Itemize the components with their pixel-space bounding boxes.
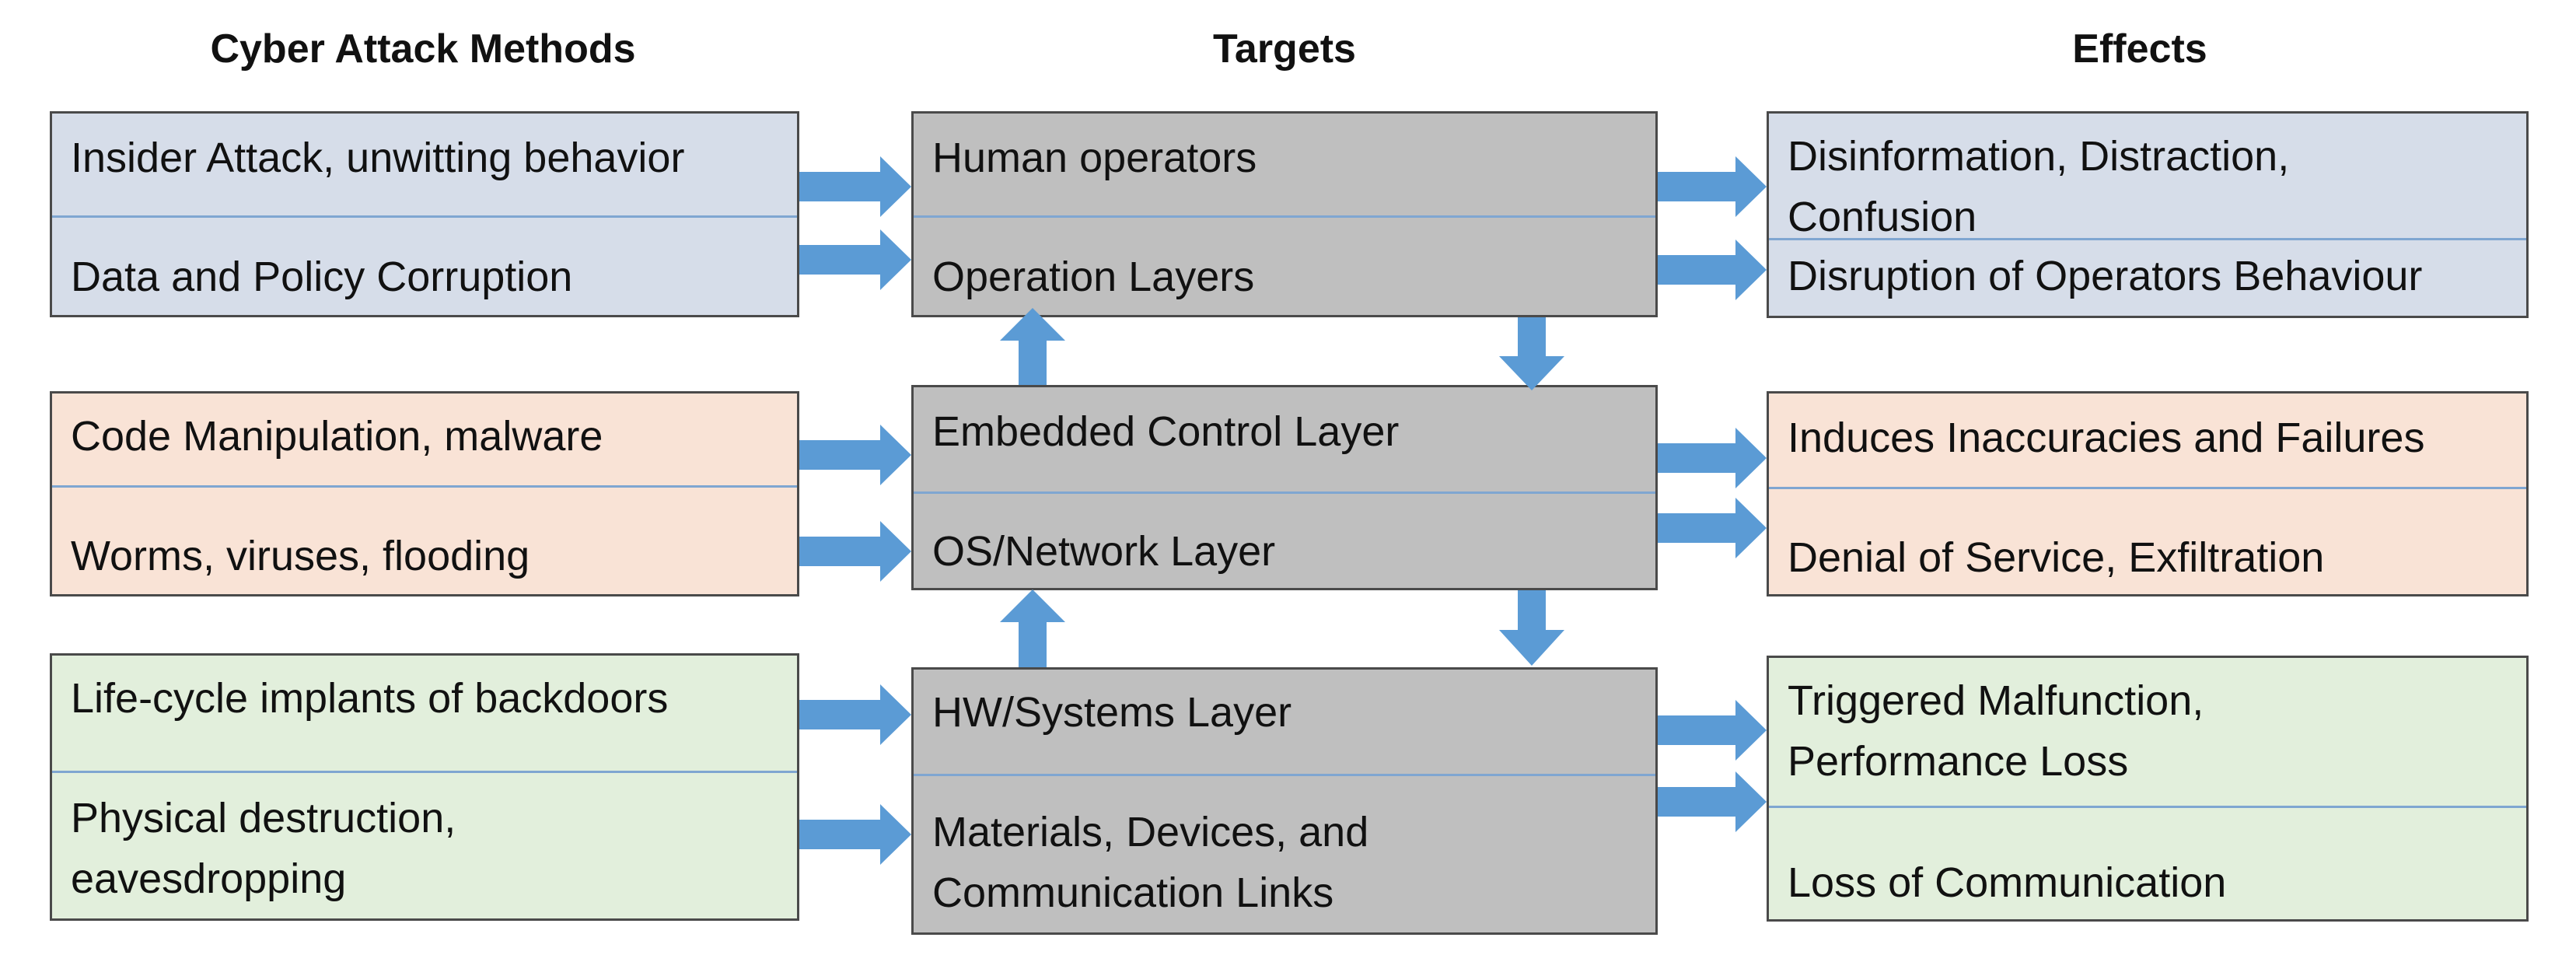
arrow-right-icon (1658, 428, 1767, 488)
effects-box-operations: Disinformation, Distraction, Confusion D… (1767, 111, 2529, 318)
arrow-right-icon (1658, 771, 1767, 832)
methods-header: Cyber Attack Methods (210, 26, 636, 72)
arrow-right-icon (799, 521, 911, 582)
target-embedded-control-layer: Embedded Control Layer (932, 408, 1400, 455)
arrow-down-icon (1499, 590, 1564, 666)
target-human-operators: Human operators (932, 135, 1257, 181)
targets-header: Targets (1213, 26, 1356, 72)
arrow-right-icon (799, 804, 911, 865)
method-life-cycle-implants: Life-cycle implants of backdoors (71, 675, 669, 722)
divider (914, 215, 1655, 218)
divider (1769, 238, 2526, 240)
method-physical-destruction: Physical destruction, eavesdropping (71, 795, 456, 902)
arrow-right-icon (1658, 156, 1767, 217)
arrow-down-icon (1499, 317, 1564, 390)
divider (52, 215, 797, 218)
targets-box-operations: Human operators Operation Layers (911, 111, 1658, 317)
methods-box-operations: Insider Attack, unwitting behavior Data … (50, 111, 799, 317)
arrow-right-icon (1658, 240, 1767, 300)
effects-box-software: Induces Inaccuracies and Failures Denial… (1767, 391, 2529, 596)
targets-box-hardware: HW/Systems Layer Materials, Devices, and… (911, 667, 1658, 935)
effect-loss-of-communication: Loss of Communication (1788, 859, 2227, 906)
target-os-network-layer: OS/Network Layer (932, 528, 1276, 575)
arrow-right-icon (1658, 498, 1767, 558)
effect-disinformation: Disinformation, Distraction, Confusion (1788, 133, 2290, 240)
divider (52, 771, 797, 773)
divider (1769, 806, 2526, 808)
arrow-right-icon (799, 229, 911, 290)
method-data-policy-corruption: Data and Policy Corruption (71, 254, 573, 300)
divider (914, 491, 1655, 494)
effect-denial-of-service: Denial of Service, Exfiltration (1788, 534, 2325, 581)
arrow-right-icon (799, 684, 911, 745)
arrow-up-icon (1000, 589, 1065, 667)
target-materials-devices-links: Materials, Devices, and Communication Li… (932, 809, 1369, 916)
arrow-right-icon (799, 156, 911, 217)
method-code-manipulation: Code Manipulation, malware (71, 413, 603, 460)
effect-disruption-operators: Disruption of Operators Behaviour (1788, 253, 2423, 299)
targets-box-software: Embedded Control Layer OS/Network Layer (911, 385, 1658, 590)
divider (52, 485, 797, 488)
method-insider-attack: Insider Attack, unwitting behavior (71, 135, 685, 181)
divider (1769, 487, 2526, 489)
target-hw-systems-layer: HW/Systems Layer (932, 689, 1292, 736)
divider (914, 774, 1655, 776)
effects-header: Effects (2072, 26, 2207, 72)
arrow-right-icon (799, 425, 911, 485)
arrow-up-icon (1000, 308, 1065, 385)
effect-triggered-malfunction: Triggered Malfunction, Performance Loss (1788, 677, 2204, 785)
effects-box-hardware: Triggered Malfunction, Performance Loss … (1767, 656, 2529, 922)
target-operation-layers: Operation Layers (932, 254, 1255, 300)
effect-inaccuracies-failures: Induces Inaccuracies and Failures (1788, 415, 2425, 461)
method-worms-viruses: Worms, viruses, flooding (71, 533, 530, 579)
methods-box-hardware: Life-cycle implants of backdoors Physica… (50, 653, 799, 921)
methods-box-software: Code Manipulation, malware Worms, viruse… (50, 391, 799, 596)
arrow-right-icon (1658, 700, 1767, 761)
